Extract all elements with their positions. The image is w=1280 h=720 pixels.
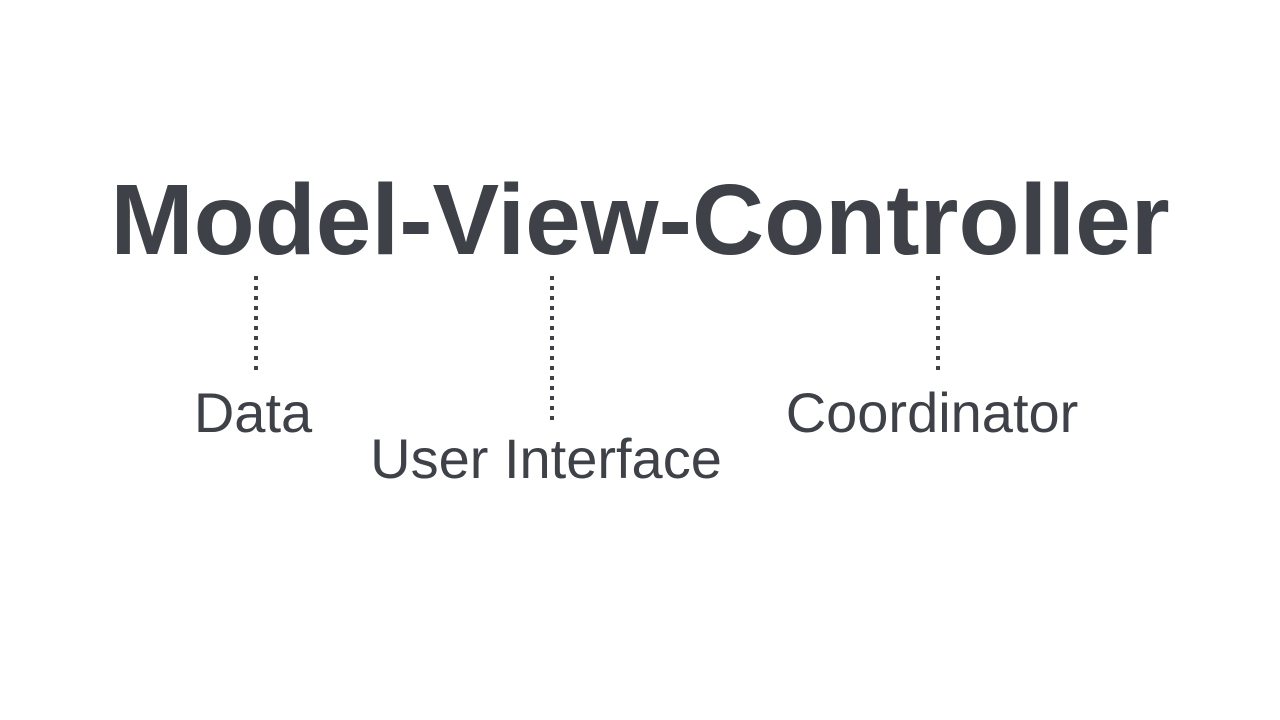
dotted-connector-view (550, 276, 554, 420)
label-controller-coordinator: Coordinator (785, 381, 1079, 444)
label-view-user-interface: User Interface (370, 427, 722, 490)
dotted-connector-model (254, 276, 258, 370)
page-title: Model-View-Controller (110, 164, 1170, 276)
label-model-data: Data (193, 381, 313, 444)
dotted-connector-controller (936, 276, 940, 370)
